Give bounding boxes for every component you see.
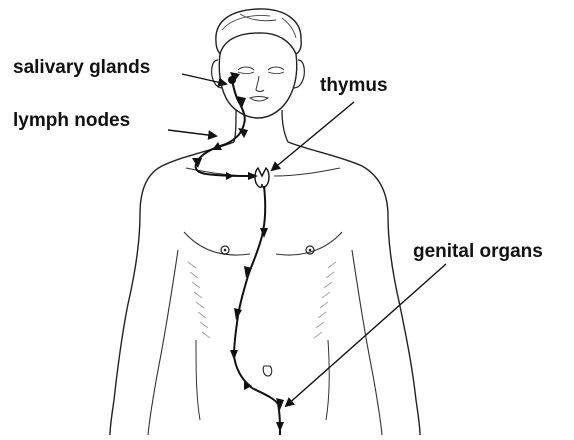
label-genital-organs: genital organs (413, 242, 543, 261)
thymus-leader (272, 102, 354, 170)
leader-lines (168, 74, 446, 406)
neck-outline (234, 110, 288, 142)
path-arrowheads (192, 72, 284, 432)
label-salivary-glands: salivary glands (13, 58, 150, 77)
label-lymph-nodes: lymph nodes (13, 111, 130, 130)
thymus-shape (255, 168, 269, 187)
rib-shading (188, 262, 336, 338)
migration-path (196, 80, 280, 435)
face-outline (219, 54, 297, 118)
label-thymus: thymus (320, 76, 388, 95)
genital-leader (286, 264, 446, 406)
lymph-leader (168, 130, 216, 136)
